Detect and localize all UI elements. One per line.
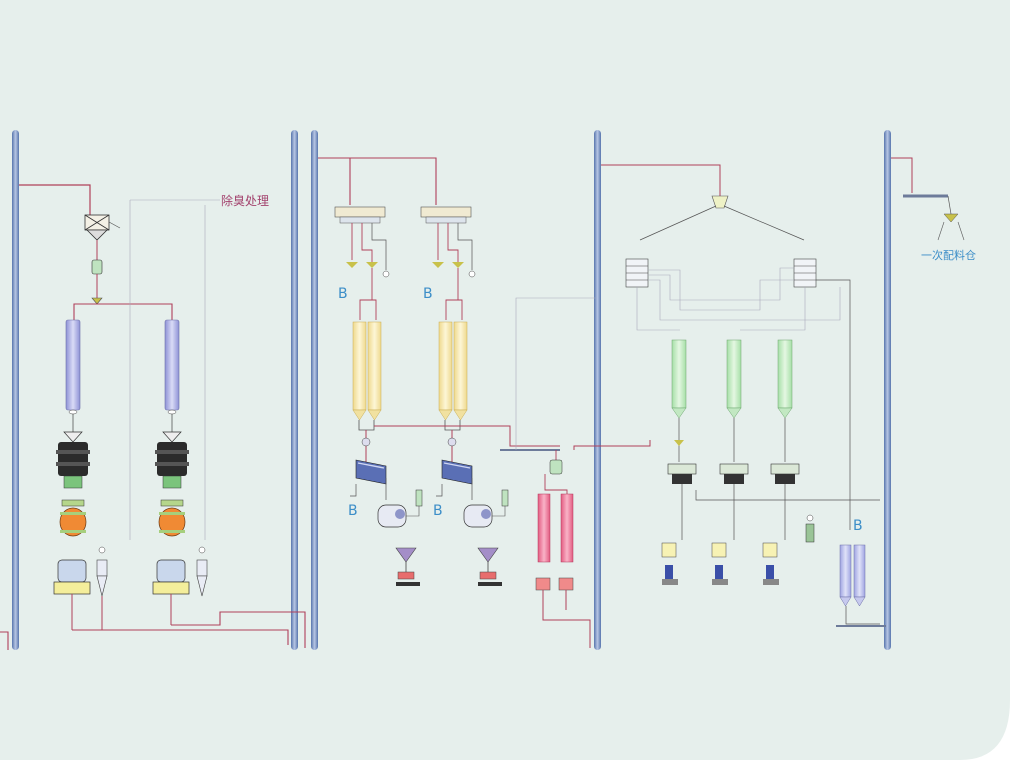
deodorization-label: 除臭处理 xyxy=(221,193,269,208)
packer xyxy=(395,547,420,586)
b-marker: B xyxy=(433,503,443,519)
silo-green xyxy=(777,339,793,409)
b-marker: B xyxy=(348,503,358,519)
weigh-scale xyxy=(667,463,697,484)
silo-lavender xyxy=(853,544,866,598)
elevator-column xyxy=(12,130,19,650)
elevator-column xyxy=(311,130,318,650)
pulverizer xyxy=(377,489,423,528)
b-marker: B xyxy=(338,286,348,302)
silo-lavender xyxy=(65,319,81,411)
sifter xyxy=(355,459,387,500)
silo-yellow xyxy=(352,321,367,411)
pump-unit xyxy=(762,542,779,585)
section-far-right: 一次配料仓 xyxy=(891,157,976,262)
elevator-column xyxy=(291,130,298,650)
mixer xyxy=(152,559,190,625)
orange-vessel xyxy=(158,499,186,537)
silo-green xyxy=(671,339,687,409)
weigh-scale xyxy=(770,463,800,484)
grinder xyxy=(56,431,90,489)
elevator-columns xyxy=(12,130,891,650)
silo-green xyxy=(726,339,742,409)
sifter xyxy=(441,459,473,500)
cyclone xyxy=(96,546,108,630)
silo-yellow xyxy=(453,321,468,411)
mixer xyxy=(53,559,91,630)
grinder xyxy=(155,431,189,489)
section-right: B xyxy=(601,164,886,627)
screen-machine xyxy=(334,206,390,278)
b-marker: B xyxy=(853,518,863,534)
weigh-scale xyxy=(719,463,749,484)
silo-yellow xyxy=(367,321,382,411)
silo-lavender xyxy=(839,544,852,598)
silo-lavender xyxy=(164,319,180,411)
b-marker: B xyxy=(423,286,433,302)
screen-machine xyxy=(420,206,476,278)
orange-vessel xyxy=(59,499,87,537)
silo-yellow xyxy=(438,321,453,411)
section-left: 除臭处理 xyxy=(0,184,306,650)
silo-pink xyxy=(537,493,551,563)
elevator-column xyxy=(884,130,891,650)
cyclone xyxy=(196,546,208,597)
elevator-column xyxy=(594,130,601,650)
distributor xyxy=(711,195,729,209)
pulverizer xyxy=(463,489,509,528)
packer xyxy=(477,547,502,586)
primary-batching-label: 一次配料仓 xyxy=(921,248,976,262)
silo-pink xyxy=(560,493,574,563)
pump-unit xyxy=(661,542,678,585)
section-middle: B B xyxy=(318,157,651,648)
pump-unit xyxy=(711,542,728,585)
magnet-box xyxy=(91,259,103,275)
